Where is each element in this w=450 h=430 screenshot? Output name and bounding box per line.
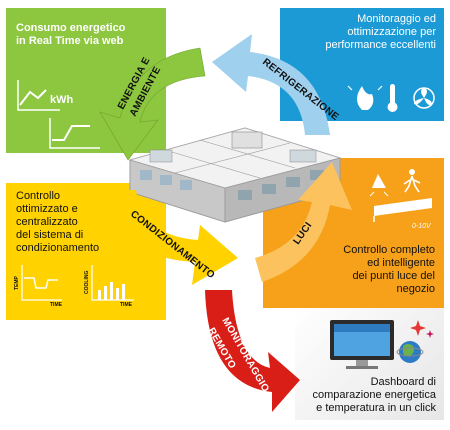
kwh-chart-icon xyxy=(17,80,60,111)
globe-icon xyxy=(396,341,424,363)
energy-text: Consumo energetico in Real Time via web xyxy=(16,22,126,47)
remote-arrow xyxy=(205,290,300,412)
lighting-arrow xyxy=(255,162,352,282)
step-chart-icon xyxy=(49,118,100,149)
lighting-text: Controllo completo ed intelligente dei p… xyxy=(343,244,435,295)
person-icon xyxy=(403,169,421,193)
lamp-icon xyxy=(369,174,389,197)
energy-arrow xyxy=(99,47,206,161)
monitor-icon xyxy=(330,320,394,369)
time-axis-label: TIME xyxy=(50,302,63,308)
fire-icon xyxy=(347,85,383,110)
refrigeration-text: Monitoraggio ed ottimizzazione per perfo… xyxy=(325,13,436,51)
light-bar-icon xyxy=(373,198,432,222)
thermometer-icon xyxy=(387,84,398,112)
fan-icon xyxy=(413,87,435,109)
volt-label: 0-10V xyxy=(412,223,432,230)
temp-chart-icon xyxy=(21,265,62,301)
hvac-text: Controllo ottimizzato e centralizzato de… xyxy=(16,190,100,254)
refrigeration-arrow xyxy=(212,34,330,135)
sparkle-icon xyxy=(410,320,434,338)
temp-axis-label: TEMP xyxy=(14,275,20,290)
time-axis-label-2: TIME xyxy=(120,302,133,308)
hvac-arrow xyxy=(108,190,238,285)
cooling-axis-label: COOLING xyxy=(84,271,90,294)
cooling-chart-icon xyxy=(91,265,134,301)
building-illustration xyxy=(128,127,342,223)
kwh-label: kWh xyxy=(50,94,74,106)
dashboard-text: Dashboard di comparazione energetica e t… xyxy=(312,376,436,414)
